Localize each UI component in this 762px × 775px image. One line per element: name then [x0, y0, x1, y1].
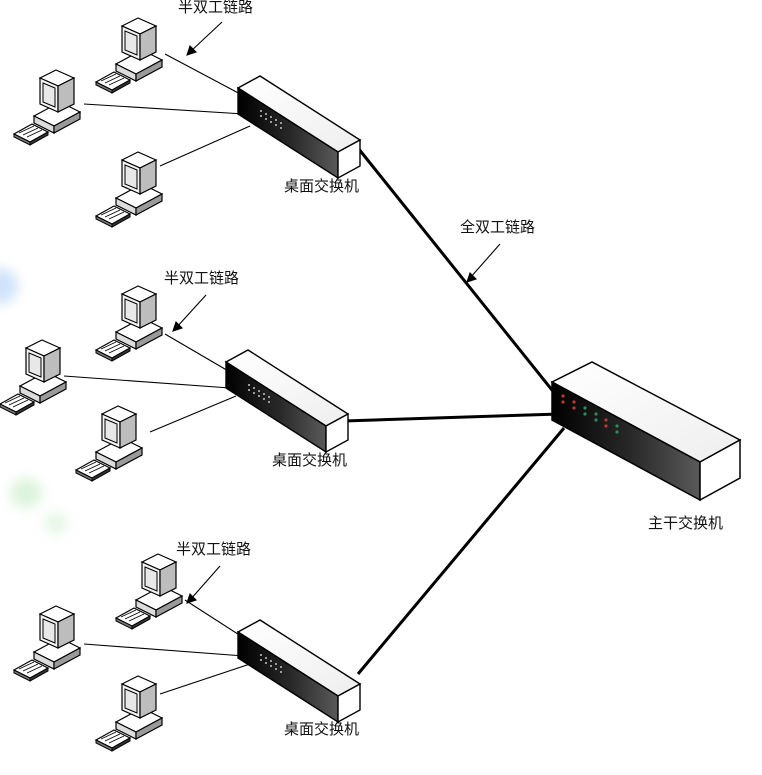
half-duplex-link-3b: [83, 643, 245, 657]
half-duplex-link-2c: [149, 395, 237, 433]
half-duplex-link-1b: [83, 103, 245, 115]
full-duplex-label: 全双工链路: [460, 218, 536, 236]
background-smudge-green-2: [44, 512, 68, 534]
computer-icon: [0, 339, 67, 416]
arrow-head-half-duplex-2: [172, 320, 184, 332]
computer-icon: [95, 285, 163, 362]
desktop-switch-label-3: 桌面交换机: [284, 720, 360, 738]
desktop-switch-icon: [237, 75, 361, 179]
half-duplex-label-2: 半双工链路: [164, 269, 240, 287]
arrow-half-duplex-3: [189, 565, 221, 601]
computer-icon: [13, 605, 81, 682]
half-duplex-link-3a: [184, 599, 245, 639]
half-duplex-link-1a: [164, 53, 245, 97]
arrow-head-half-duplex-3: [186, 592, 198, 604]
desktop-switch-label-1: 桌面交换机: [284, 177, 360, 195]
computer-icon: [95, 675, 163, 752]
full-duplex-link-bottom: [356, 427, 566, 675]
computer-icon: [95, 151, 163, 228]
half-duplex-label-1: 半双工链路: [178, 0, 254, 16]
backbone-led-red: [561, 394, 608, 428]
half-duplex-link-1c: [159, 125, 251, 167]
arrow-head-full-duplex: [466, 271, 478, 283]
desktop-switch-label-2: 桌面交换机: [272, 451, 348, 469]
arrow-head-half-duplex-1: [186, 44, 198, 56]
half-duplex-label-3: 半双工链路: [176, 540, 252, 558]
backbone-switch-label: 主干交换机: [648, 514, 724, 532]
arrow-full-duplex: [469, 243, 501, 279]
computer-icon: [75, 405, 143, 482]
computer-icon: [95, 17, 163, 94]
backbone-led-green: [583, 406, 619, 434]
half-duplex-link-2a: [164, 333, 231, 373]
backbone-switch-icon: [550, 361, 742, 502]
full-duplex-link-top: [356, 147, 562, 401]
computer-icon: [13, 69, 81, 146]
arrow-half-duplex-1: [189, 21, 223, 53]
arrow-half-duplex-2: [175, 294, 207, 329]
desktop-switch-icon: [225, 349, 349, 453]
full-duplex-link-middle: [343, 412, 561, 423]
background-smudge-green: [10, 478, 42, 508]
half-duplex-link-2b: [63, 375, 231, 389]
desktop-switch-icon: [237, 619, 361, 723]
half-duplex-link-3c: [159, 663, 251, 695]
computer-icon: [115, 553, 183, 630]
background-smudge-blue: [0, 268, 18, 304]
